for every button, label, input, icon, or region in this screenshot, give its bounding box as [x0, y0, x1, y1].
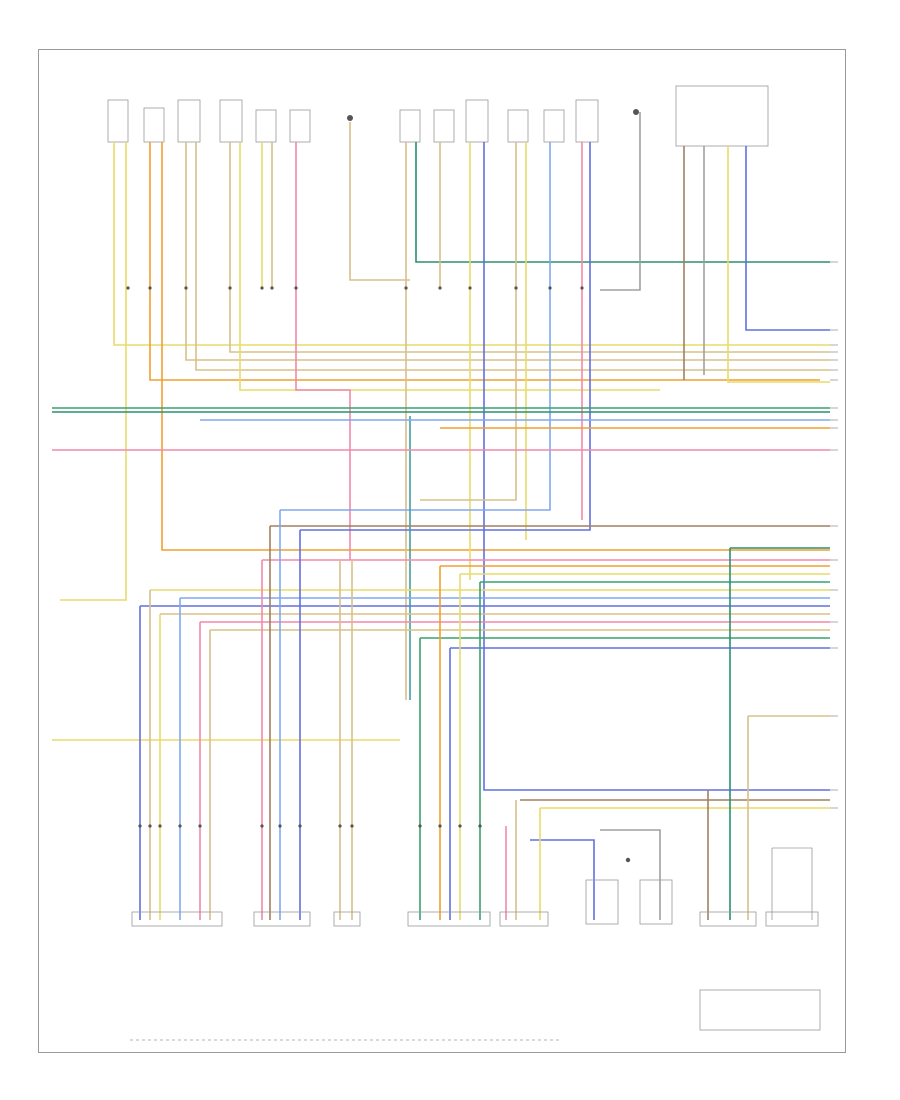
junction-dot: [294, 286, 298, 290]
bottom-connectors: [130, 879, 821, 1041]
vertical-wires: [60, 112, 830, 791]
junction-dot: [126, 286, 130, 290]
bottom-connector: [699, 911, 757, 927]
ground-point: [633, 109, 639, 115]
wire: [727, 146, 830, 383]
junction-dot: [178, 824, 182, 828]
wire: [185, 142, 830, 361]
module-box: [699, 989, 821, 1031]
wire: [280, 142, 551, 511]
wire: [483, 142, 830, 791]
junction-dot: [478, 824, 482, 828]
junction-dot: [458, 824, 462, 828]
wire: [415, 142, 830, 263]
junction-dot: [338, 824, 342, 828]
junction-dot: [350, 824, 354, 828]
wire: [239, 142, 660, 391]
junction-dot: [270, 286, 274, 290]
junction-dot: [198, 824, 202, 828]
junction-dot: [418, 824, 422, 828]
top-connector-group-1: [107, 99, 353, 143]
junction-dot: [404, 286, 408, 290]
junction-dot: [580, 286, 584, 290]
junction-dot: [184, 286, 188, 290]
wire: [60, 142, 127, 601]
top-connector: [575, 99, 599, 143]
top-connector: [433, 109, 455, 143]
top-connector: [255, 109, 277, 143]
junction-dot: [148, 824, 152, 828]
junction-dot: [228, 286, 232, 290]
bottom-connector: [407, 911, 491, 927]
top-connector: [543, 109, 565, 143]
bottom-connector: [131, 911, 223, 927]
junction-dot: [148, 286, 152, 290]
junction-dot: [438, 286, 442, 290]
wire: [600, 112, 641, 291]
wire: [295, 142, 351, 560]
bottom-connector: [765, 911, 819, 927]
component-box: [639, 879, 673, 925]
top-connector: [465, 99, 489, 143]
junction-dot: [548, 286, 552, 290]
wire: [600, 829, 661, 920]
top-connector: [507, 109, 529, 143]
junction-dot: [158, 824, 162, 828]
wire: [229, 142, 830, 353]
top-connector: [177, 99, 201, 143]
bottom-connector: [333, 911, 361, 927]
component-box: [585, 879, 619, 925]
ground-point: [347, 115, 353, 121]
lower-drops: [139, 510, 813, 920]
diagram-frame: [38, 49, 846, 1053]
bottom-connector: [499, 911, 549, 927]
top-connector-group-2: [399, 85, 769, 147]
top-connector: [399, 109, 421, 143]
wire: [530, 839, 595, 920]
junction-dot: [468, 286, 472, 290]
right-terminals: [830, 261, 838, 809]
wire: [113, 142, 830, 346]
junction-dot: [514, 286, 518, 290]
junction-dot: [438, 824, 442, 828]
wire: [161, 142, 830, 551]
wire: [195, 142, 830, 371]
junction-dots: [126, 286, 631, 863]
module-box: [675, 85, 769, 147]
horizontal-buses: [52, 407, 830, 809]
top-connector: [219, 99, 243, 143]
top-connector: [143, 107, 165, 143]
junction-dot: [278, 824, 282, 828]
wire: [300, 142, 591, 531]
wire: [745, 146, 830, 331]
wire: [420, 142, 517, 501]
top-connector: [107, 99, 129, 143]
junction-dot: [138, 824, 142, 828]
wire: [349, 122, 410, 281]
junction-dot: [260, 286, 264, 290]
wire: [149, 142, 820, 381]
top-connector: [289, 109, 311, 143]
junction-dot: [298, 824, 302, 828]
junction-dot: [625, 857, 631, 863]
bottom-connector: [253, 911, 311, 927]
junction-dot: [260, 824, 264, 828]
